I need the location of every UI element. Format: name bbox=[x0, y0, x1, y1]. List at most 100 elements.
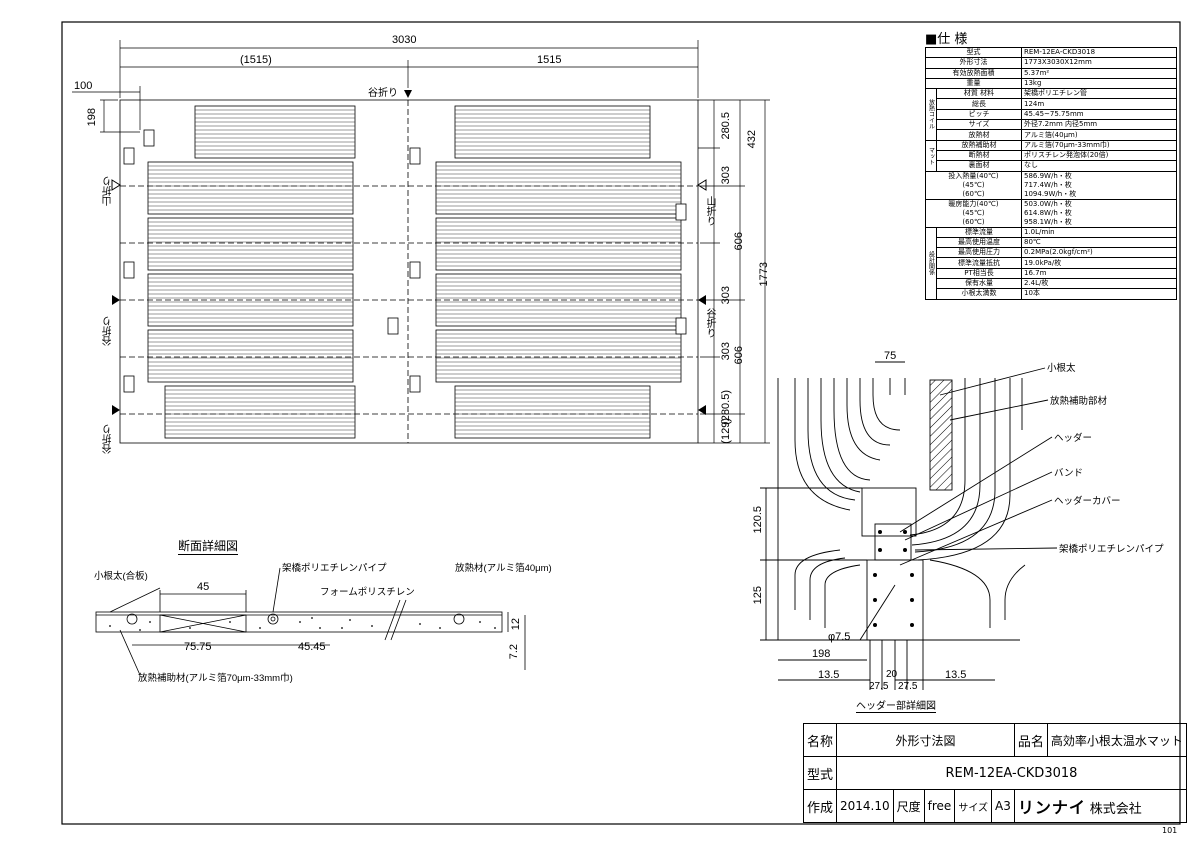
fold-label-valley-right: 谷折り bbox=[704, 308, 715, 338]
header-box bbox=[143, 129, 155, 147]
dim-606-b: 606 bbox=[733, 346, 745, 365]
insulation-dot bbox=[319, 627, 321, 629]
insulation-dot bbox=[371, 625, 373, 627]
spec-value: 外径7.2mm 内径5mm bbox=[1021, 119, 1177, 131]
header-box bbox=[123, 147, 135, 165]
spec-value: 5.37m² bbox=[1021, 67, 1177, 79]
pipe-block bbox=[435, 329, 682, 383]
insulation-dot bbox=[259, 627, 261, 629]
spec-key: 標準流量抵抗 bbox=[936, 257, 1022, 269]
fold-label-mountain-left: 山折り bbox=[103, 176, 114, 206]
spec-key: 型式 bbox=[925, 46, 1022, 59]
section-label-pipe: 架橋ポリエチレンパイプ bbox=[282, 563, 387, 574]
spec-key: 小根太満数 bbox=[936, 288, 1022, 300]
dim-303-a: 303 bbox=[720, 166, 732, 185]
spec-key: 裏面材 bbox=[936, 160, 1022, 172]
spec-value: 80℃ bbox=[1021, 236, 1177, 249]
section-label-joist: 小根太(合板) bbox=[94, 571, 148, 582]
spec-value: 124m bbox=[1021, 98, 1177, 110]
spec-row: 断熱材ポリスチレン発泡体(20倍) bbox=[926, 149, 1177, 162]
spec-value: 2.4L/枚 bbox=[1021, 278, 1177, 290]
tb-made-label: 作成 bbox=[802, 789, 838, 823]
spec-value: アルミ箔(70μm-33mm巾) bbox=[1021, 139, 1177, 151]
insulation-dot bbox=[299, 621, 301, 623]
tb-name: 外形寸法図 bbox=[836, 723, 1015, 757]
pipe-block bbox=[454, 105, 651, 159]
header-box bbox=[675, 203, 687, 221]
tb-product: 高効率小根太温水マット bbox=[1046, 723, 1187, 757]
header-dim-27-5-b: 27.5 bbox=[898, 681, 918, 692]
tb-scale-label: 尺度 bbox=[892, 789, 925, 823]
spec-row: 暖房能力(40℃) (45℃) (60℃)503.0W/h・枚 614.8W/h… bbox=[925, 198, 1177, 228]
spec-value: 19.0kPa/枚 bbox=[1021, 257, 1177, 269]
insulation-dot bbox=[419, 623, 421, 625]
spec-key: 材質 材料 bbox=[936, 88, 1022, 100]
spec-key: 有効放熱面積 bbox=[925, 67, 1022, 79]
spec-value: 13kg bbox=[1021, 77, 1177, 90]
spec-value: なし bbox=[1021, 160, 1177, 172]
header-dim-13-5-a: 13.5 bbox=[818, 669, 840, 681]
spec-key: 放熱材 bbox=[936, 129, 1022, 141]
mat-plan bbox=[119, 99, 699, 444]
insulation-dot bbox=[349, 619, 351, 621]
spec-group: マット bbox=[925, 139, 937, 172]
section-dim-7-2: 7.2 bbox=[508, 644, 520, 660]
spec-title: ■仕 様 bbox=[925, 32, 968, 47]
section-label-foam: フォームポリスチレン bbox=[320, 587, 415, 598]
spec-key: 最高使用温度 bbox=[936, 236, 1022, 249]
insulation-dots bbox=[109, 617, 496, 631]
spec-row: 裏面材なし bbox=[926, 160, 1177, 172]
spec-value: 0.2MPa(2.0kgf/cm²) bbox=[1021, 247, 1177, 259]
header-bolts bbox=[873, 530, 914, 627]
pipe-block bbox=[435, 161, 682, 215]
insulation-dot bbox=[311, 617, 313, 619]
insulation-dot bbox=[494, 627, 496, 629]
fold-label-mountain-right: 山折り bbox=[704, 196, 715, 226]
header-detail-drawing bbox=[760, 361, 1058, 690]
spec-row: 放熱コイル材質 材料架橋ポリエチレン管 bbox=[925, 88, 1177, 141]
spec-key: 外形寸法 bbox=[925, 57, 1022, 69]
pipe-block bbox=[147, 161, 354, 215]
header-box bbox=[409, 147, 421, 165]
spec-value: 16.7m bbox=[1021, 267, 1177, 280]
spec-key: 断熱材 bbox=[936, 149, 1022, 162]
header-label-cover: ヘッダーカバー bbox=[1054, 496, 1121, 507]
spec-value: 586.9W/h・枚 717.4W/h・枚 1094.9W/h・枚 bbox=[1021, 170, 1177, 200]
section-dim-12: 12 bbox=[510, 618, 522, 631]
spec-key: 最高使用圧力 bbox=[936, 247, 1022, 259]
dim-129: (129) bbox=[720, 418, 732, 444]
dim-280-5: 280.5 bbox=[720, 112, 732, 140]
pipe-block bbox=[194, 105, 356, 159]
spec-value: 45.45~75.75mm bbox=[1021, 108, 1177, 121]
header-box bbox=[409, 261, 421, 279]
tb-date: 2014.10 bbox=[836, 789, 894, 823]
spec-key: 放熱補助材 bbox=[936, 139, 1022, 151]
header-dim-27-5-a: 27.5 bbox=[869, 681, 889, 692]
header-dim-198: 198 bbox=[812, 648, 831, 660]
pipe-block bbox=[454, 385, 651, 439]
dim-303-c: 303 bbox=[720, 342, 732, 361]
insulation-dot bbox=[189, 627, 191, 629]
spec-value: 10本 bbox=[1021, 288, 1177, 300]
pipe-block bbox=[164, 385, 356, 439]
header-label-pipe: 架橋ポリエチレンパイプ bbox=[1059, 544, 1164, 555]
dim-offset: 100 bbox=[74, 80, 93, 92]
spec-value: REM-12EA-CKD3018 bbox=[1021, 46, 1177, 59]
dim-198: 198 bbox=[86, 108, 98, 127]
header-box bbox=[123, 375, 135, 393]
header-label-band: バンド bbox=[1054, 468, 1083, 479]
insulation-dot bbox=[149, 621, 151, 623]
spec-key: 暖房能力(40℃) (45℃) (60℃) bbox=[925, 198, 1022, 228]
spec-key: 標準流量 bbox=[936, 226, 1022, 238]
tb-name-label: 名称 bbox=[802, 723, 838, 757]
page-number: 101 bbox=[1162, 826, 1178, 835]
tb-model-label: 型式 bbox=[802, 756, 838, 790]
spec-key: 保有水量 bbox=[936, 278, 1022, 290]
